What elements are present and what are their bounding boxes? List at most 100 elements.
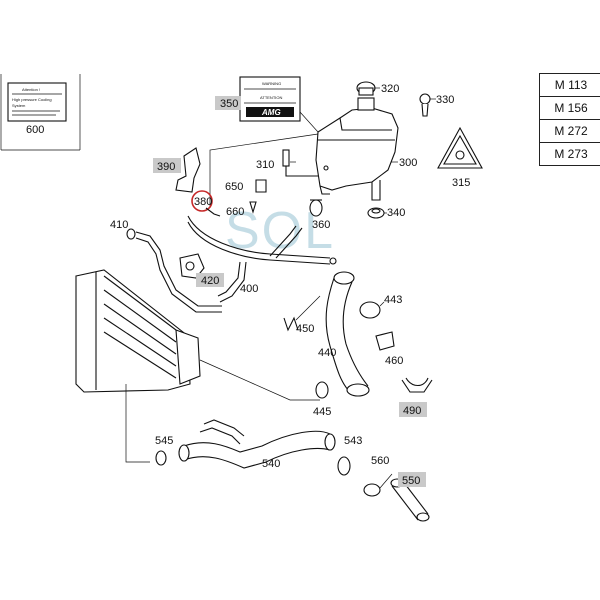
part-label-box-390 (153, 158, 181, 173)
connector-460 (375, 331, 395, 351)
warning-triangle-inner (443, 134, 477, 165)
vent-hose-lower-run (217, 261, 241, 297)
coolant-pipe-410 (126, 228, 222, 313)
part-label-box-490 (399, 402, 427, 417)
radiator-outline (75, 269, 191, 393)
lower-radiator-hose-540 (178, 419, 336, 469)
part-label-560: 560 (371, 455, 389, 467)
hose-440-bottom-end (346, 383, 370, 397)
clip-660 (249, 201, 257, 214)
radiator-fin (103, 275, 177, 331)
part-label-650: 650 (225, 181, 243, 193)
expansion-tank-cap (356, 81, 376, 96)
warning-sticker-heading1: WARNING (262, 81, 281, 86)
hose-fitting-380 (205, 207, 221, 217)
clamp-490-edge (401, 379, 433, 393)
engine-code-table: M 113 M 156 M 272 M 273 (539, 73, 600, 166)
part-label-box-550 (398, 472, 426, 487)
hose-540-end-right (324, 433, 336, 451)
o-ring-445 (315, 381, 329, 399)
part-label-300: 300 (399, 157, 417, 169)
part-label-340: 340 (387, 207, 405, 219)
attention-sticker-heading: Attention ! (22, 87, 40, 92)
expansion-tank-outlet (371, 180, 381, 201)
hose-440-left (325, 277, 351, 393)
pipe-410-end (126, 228, 136, 240)
radiator-fin (103, 303, 177, 355)
leader-radiator-to-445 (199, 359, 320, 401)
expansion-tank-neck (357, 97, 375, 111)
sensor-body (282, 149, 290, 167)
valve-420-port (185, 261, 195, 271)
part-label-445: 445 (313, 406, 331, 418)
part-label-545: 545 (155, 435, 173, 447)
vent-hose-lower-run (219, 261, 247, 303)
leader-443 (379, 301, 385, 307)
o-ring-543 (337, 456, 351, 476)
part-label-600: 600 (26, 124, 44, 136)
part-label-540: 540 (262, 458, 280, 470)
part-label-350: 350 (220, 98, 238, 110)
upper-radiator-hose-440 (325, 271, 370, 397)
warning-sticker: WARNING ATTENTION AMG (239, 76, 301, 122)
part-label-320: 320 (381, 83, 399, 95)
part-label-443: 443 (384, 294, 402, 306)
part-label-660: 660 (226, 206, 244, 218)
hose-550-top (391, 485, 419, 521)
part-label-360: 360 (312, 219, 330, 231)
part-label-450: 450 (296, 323, 314, 335)
push-rivet-shank (421, 103, 429, 117)
part-label-410: 410 (110, 219, 128, 231)
hose-clamp-560 (363, 483, 381, 497)
part-label-490: 490 (403, 405, 421, 417)
warning-triangle-outline (437, 126, 483, 169)
part-label-330: 330 (436, 94, 454, 106)
leader-560 (379, 473, 393, 489)
engine-code-m113: M 113 (540, 73, 600, 97)
o-ring-545 (155, 450, 167, 466)
mounting-bracket-390 (175, 147, 201, 193)
warning-sticker-logo: AMG (261, 108, 281, 117)
bracket-650 (255, 179, 267, 193)
hose-540-end-left (178, 444, 190, 462)
hose-440-right (342, 281, 369, 387)
pipe-410-line (135, 231, 222, 307)
expansion-tank-foot (319, 185, 330, 195)
grommet-inner (371, 208, 381, 214)
hose-540-bottom (183, 447, 331, 469)
pipe-410-line (135, 237, 222, 313)
push-rivet (419, 93, 431, 117)
coolant-level-sensor (282, 149, 296, 177)
attention-sticker-line1: High pressure Cooling (12, 97, 52, 102)
leader-tank-to-hose (209, 133, 319, 208)
warning-sticker-heading2: ATTENTION (260, 95, 282, 100)
expansion-tank (315, 97, 399, 201)
warning-sticker-logo-band (246, 107, 294, 117)
hot-coolant-warning-triangle (437, 126, 483, 169)
cap-skirt (358, 87, 374, 96)
part-label-543: 543 (344, 435, 362, 447)
part-label-460: 460 (385, 355, 403, 367)
bracket-body (175, 147, 201, 193)
vent-hose-branch (269, 225, 297, 257)
part-label-310: 310 (256, 159, 274, 171)
radiator-fin (103, 289, 177, 343)
vent-hose-end-fitting (329, 257, 337, 265)
expansion-tank-port (323, 165, 329, 171)
radiator (75, 269, 201, 393)
vent-hose-400-bottom (187, 221, 331, 265)
attention-sticker-line2: System (12, 103, 26, 108)
part-label-440: 440 (318, 347, 336, 359)
hose-connector-360 (309, 199, 323, 217)
engine-code-m272: M 272 (540, 120, 600, 143)
vent-hose-400-top (187, 215, 331, 259)
radiator-outlet-tank (175, 329, 201, 385)
sensor-lead (285, 166, 296, 177)
push-rivet-head (419, 93, 431, 105)
part-label-box-420 (196, 273, 224, 287)
hose-clip-450 (283, 316, 299, 332)
leader-sticker-to-tank (299, 111, 319, 133)
radiator-fin (103, 331, 177, 379)
hose-540-top (183, 430, 331, 453)
